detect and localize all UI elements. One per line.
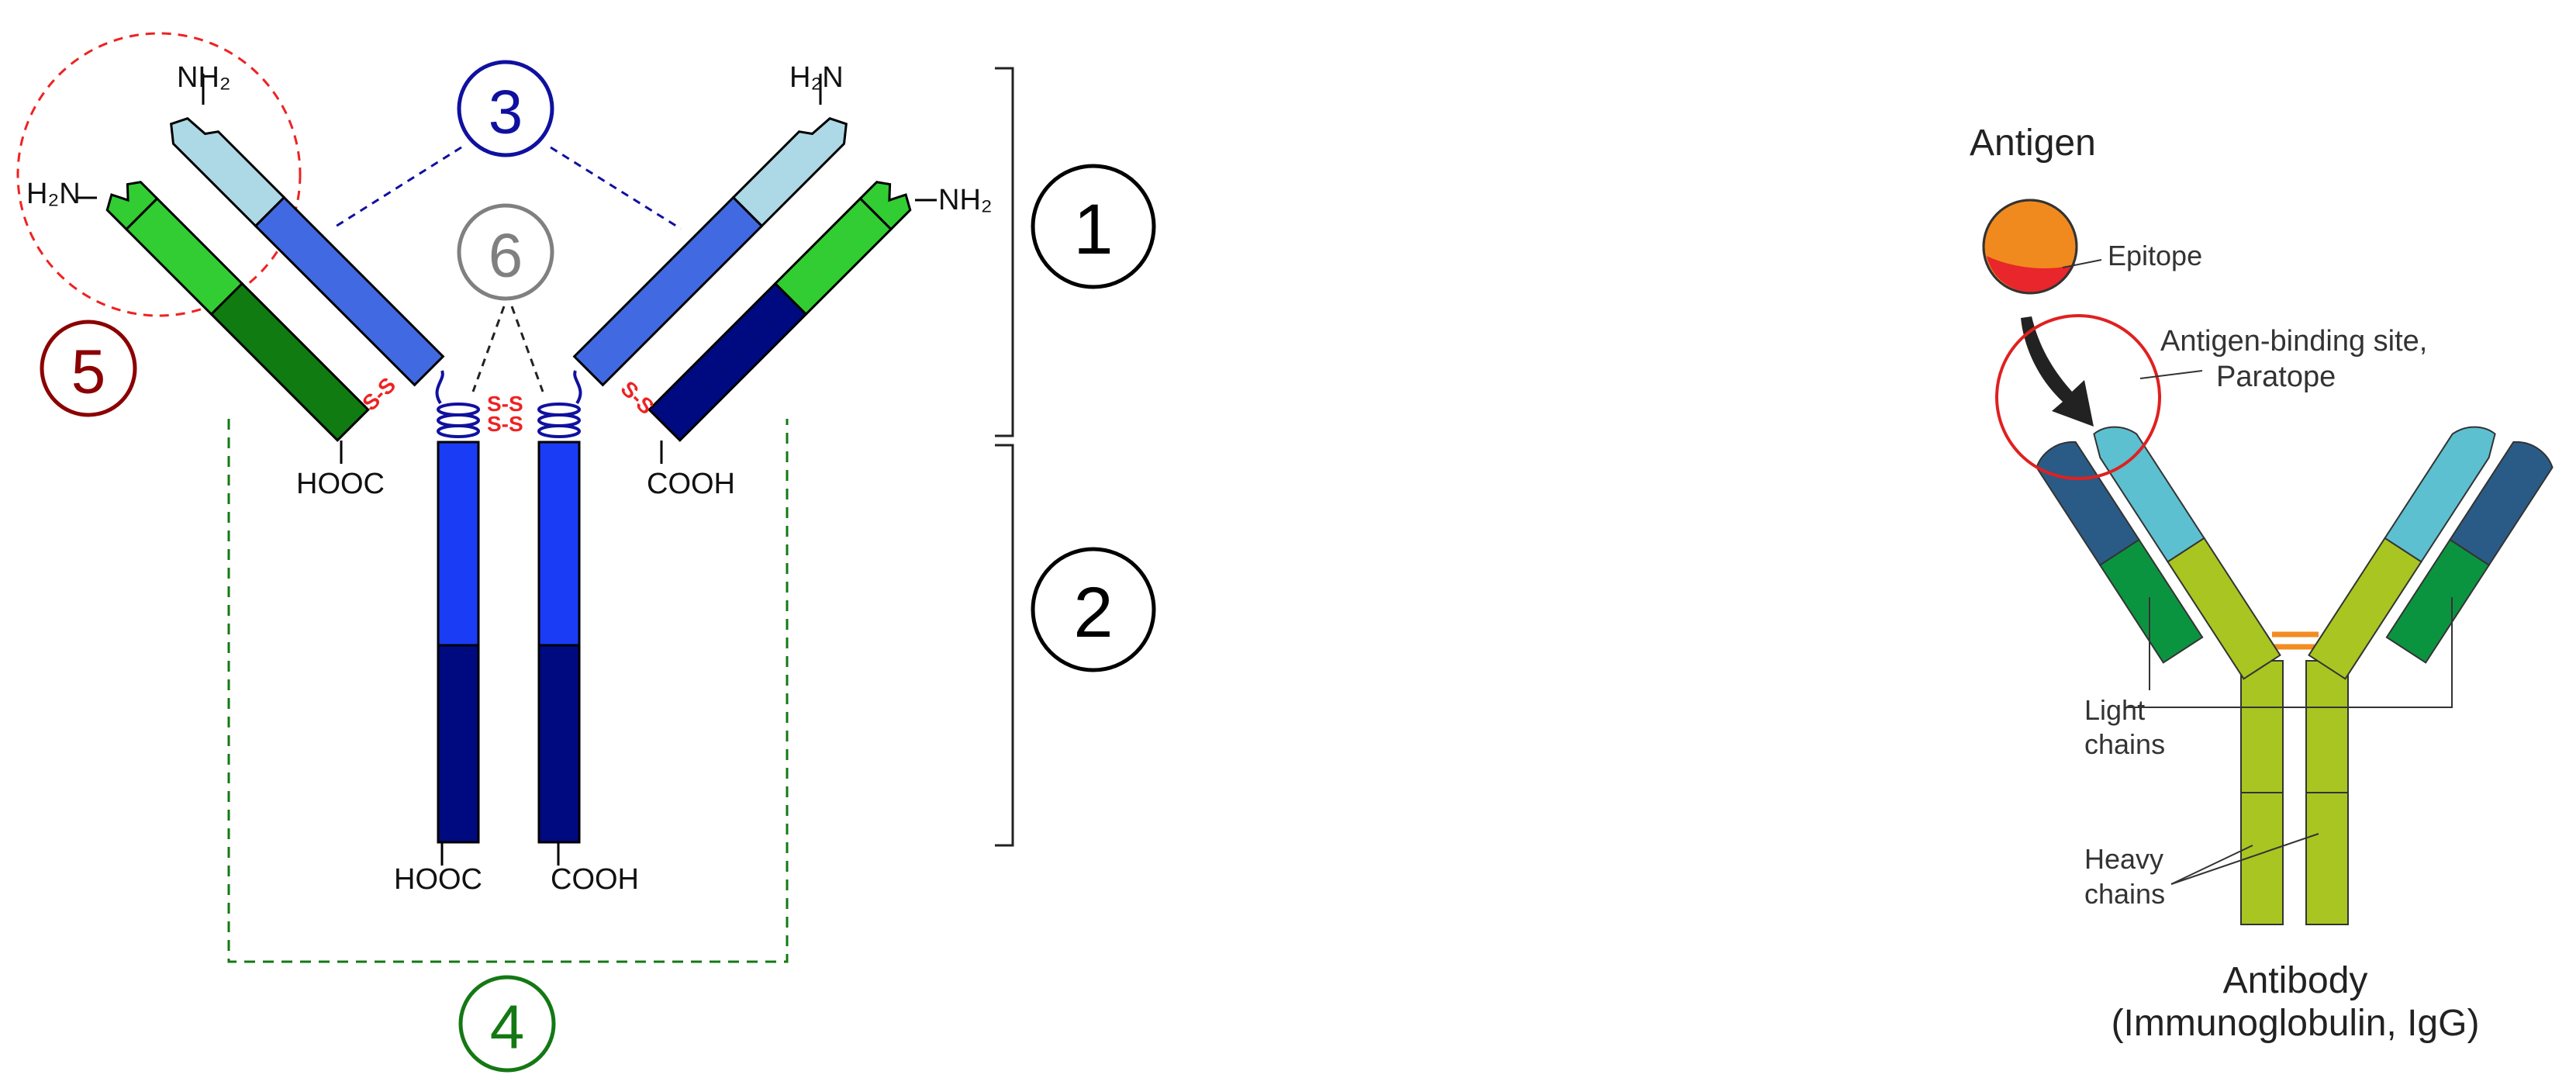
- heavy-chain-right-ch2: [537, 441, 581, 647]
- right-leader-lines: [2062, 259, 2453, 885]
- right-antibody-diagram: Antigen Epitope Antigen-binding site, Pa…: [1970, 123, 2554, 1044]
- heavy-chain-left-ch3: [437, 644, 480, 844]
- callout-leaders: [331, 146, 682, 392]
- epitope-label: Epitope: [2108, 240, 2202, 271]
- callout-5: 5: [40, 320, 137, 417]
- left-heavy-arm: [170, 117, 445, 387]
- callout-4: 4: [458, 975, 556, 1073]
- callout-6: 6: [457, 203, 554, 301]
- light-chains-label-line2: chains: [2084, 728, 2165, 760]
- heavy-chain-stems: [2240, 660, 2349, 925]
- hooc-left-heavy: HOOC: [394, 863, 482, 896]
- binding-arrow: [2021, 316, 2094, 427]
- nh2-left-heavy: NH₂: [177, 61, 231, 94]
- svg-text:1: 1: [1073, 190, 1113, 269]
- heavy-chains-label-line1: Heavy: [2084, 843, 2163, 875]
- svg-text:3: 3: [489, 78, 523, 147]
- nh2-right-light: NH₂: [938, 184, 993, 216]
- svg-text:5: 5: [71, 337, 106, 406]
- paratope-circle: [1995, 314, 2161, 480]
- disulfide-hinge-1: S-S: [487, 392, 523, 416]
- fc-bracket: [995, 444, 1014, 847]
- heavy-chains-label-line2: chains: [2084, 878, 2165, 910]
- light-chains-label-line1: Light: [2084, 694, 2145, 726]
- antibody-title-line1: Antibody: [2223, 960, 2368, 1001]
- svg-text:2: 2: [1073, 573, 1113, 652]
- hinge-coils: [435, 370, 582, 438]
- h2n-right-heavy: H₂N: [789, 61, 844, 94]
- terminus-lines: [76, 74, 937, 866]
- callout-2: 2: [1031, 547, 1156, 672]
- heavy-chain-right-ch3: [537, 644, 581, 844]
- right-left-light-arm: [2036, 441, 2204, 664]
- paratope-label-line1: Antigen-binding site,: [2160, 325, 2427, 358]
- cooh-right-light: COOH: [647, 468, 735, 500]
- antigen-sphere: [1982, 199, 2078, 295]
- right-heavy-arm: [572, 117, 848, 387]
- antibody-title-line2: (Immunoglobulin, IgG): [2112, 1003, 2480, 1044]
- svg-text:4: 4: [490, 993, 525, 1062]
- callout-3: 3: [457, 60, 554, 157]
- heavy-chain-left-ch2: [437, 441, 480, 647]
- fab-bracket: [995, 67, 1014, 437]
- callout-1: 1: [1031, 164, 1156, 289]
- paratope-label-line2: Paratope: [2216, 361, 2336, 393]
- right-left-heavy-arm: [2093, 426, 2281, 680]
- svg-text:6: 6: [489, 221, 523, 290]
- antigen-label: Antigen: [1970, 123, 2096, 164]
- right-light-arm: [647, 181, 912, 442]
- left-light-arm: [105, 181, 370, 442]
- disulfide-hinge-2: S-S: [487, 412, 523, 436]
- antigen-binding-circle: [16, 32, 302, 317]
- left-antibody-diagram: S-S S-S S-S S-S NH₂ H₂N H₂N NH₂ HOOC COO…: [16, 32, 1156, 1073]
- fc-region-bracket: [227, 419, 789, 963]
- cooh-right-heavy: COOH: [551, 863, 639, 896]
- right-right-heavy-arm: [2308, 426, 2496, 680]
- hooc-left-light: HOOC: [296, 468, 385, 500]
- h2n-left-light: H₂N: [26, 178, 81, 210]
- right-right-light-arm: [2385, 441, 2554, 664]
